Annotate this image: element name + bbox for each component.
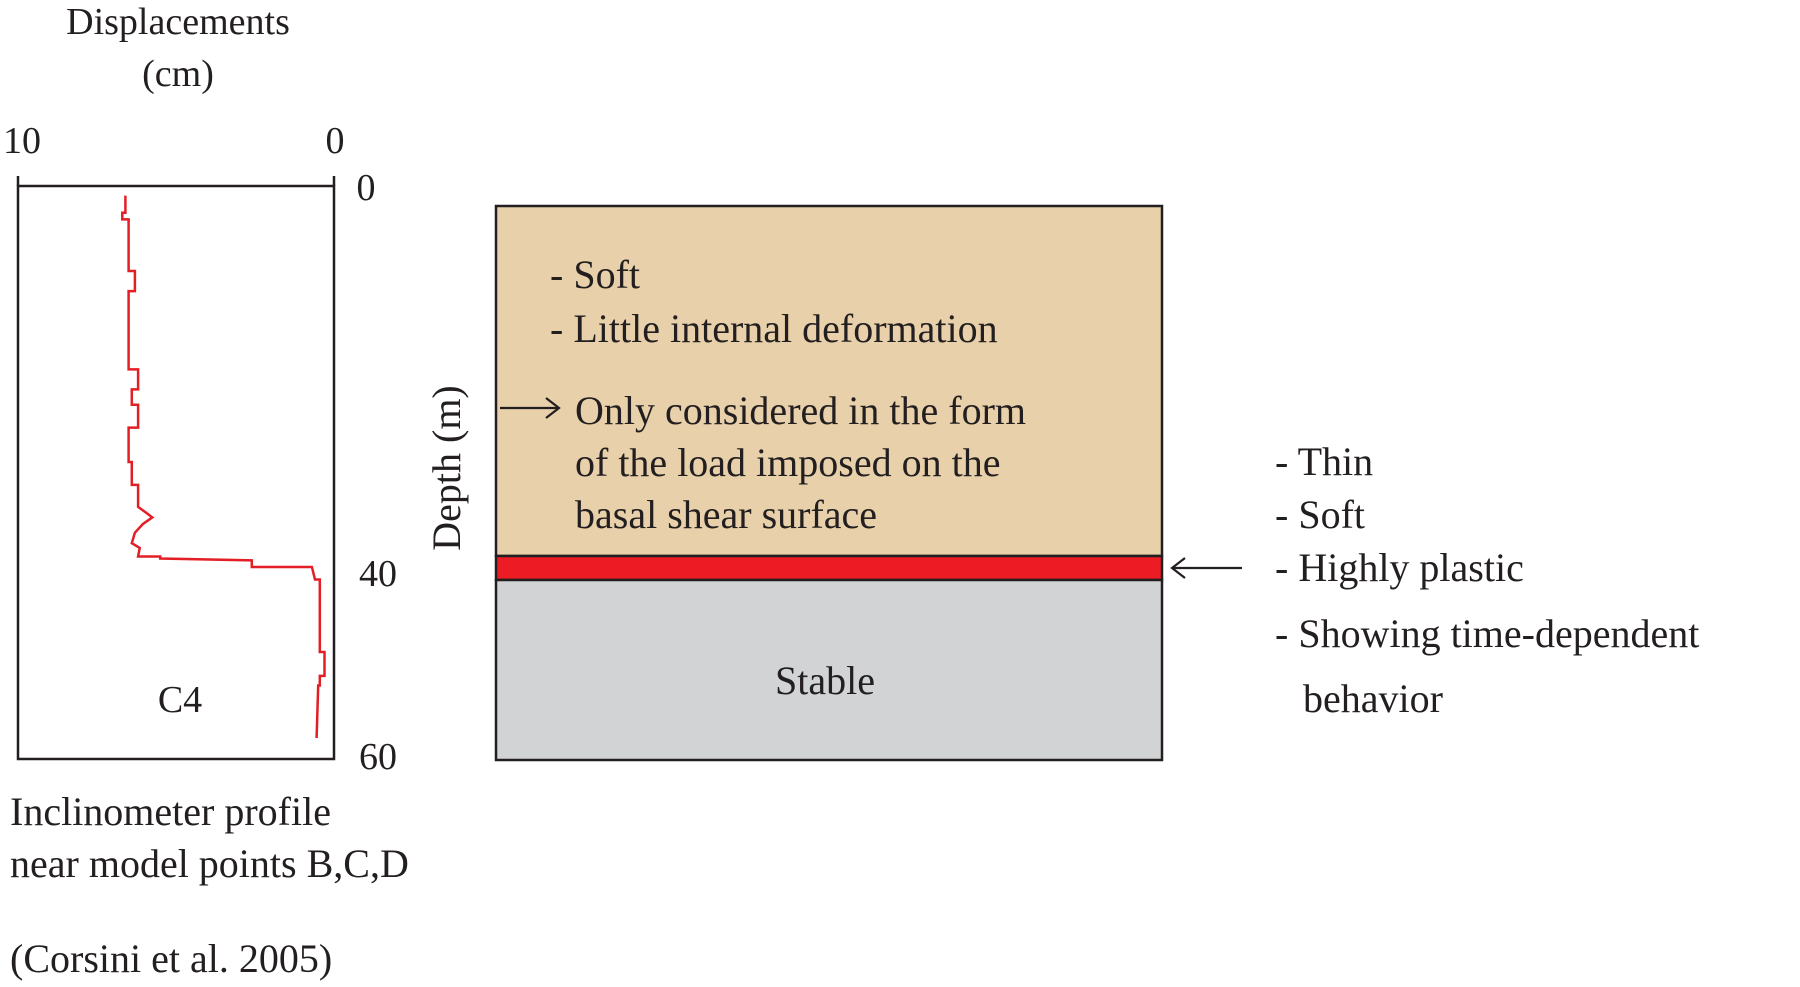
upper-note-line3: basal shear surface xyxy=(575,492,877,537)
basal-shear-zone xyxy=(494,554,1164,582)
upper-bullet-little-deformation: - Little internal deformation xyxy=(550,306,998,351)
left-arrow-icon xyxy=(1170,557,1242,579)
x-tick-label-10: 10 xyxy=(3,120,41,162)
axis-title-line2: (cm) xyxy=(142,53,214,95)
axis-title-line1: Displacements xyxy=(66,1,290,43)
plot-frame xyxy=(16,184,336,761)
y-tick-label-40: 40 xyxy=(359,553,397,595)
y-tick-label-60: 60 xyxy=(359,736,397,778)
inclinometer-profile-line xyxy=(121,195,326,739)
upper-note-line2: of the load imposed on the xyxy=(575,440,1000,485)
stable-layer xyxy=(494,578,1164,762)
source-citation: (Corsini et al. 2005) xyxy=(10,936,332,981)
upper-layer xyxy=(494,204,1164,558)
right-arrow-icon xyxy=(500,397,561,419)
inclinometer-chart: Displacements (cm) 10 0 0 40 60 Depth (m… xyxy=(3,1,469,981)
y-axis-label: Depth (m) xyxy=(424,385,469,551)
shear-bullet-soft: - Soft xyxy=(1275,492,1365,537)
shear-bullet-highly-plastic: - Highly plastic xyxy=(1275,545,1524,590)
caption-line1: Inclinometer profile xyxy=(10,789,331,834)
shear-bullet-time-dependent: - Showing time-dependent xyxy=(1275,611,1699,656)
stable-label: Stable xyxy=(775,658,875,703)
upper-note-line1: Only considered in the form xyxy=(575,388,1026,433)
shear-zone-annotation: - Thin - Soft - Highly plastic - Showing… xyxy=(1170,439,1699,721)
shear-bullet-thin: - Thin xyxy=(1275,439,1373,484)
upper-bullet-soft: - Soft xyxy=(550,252,640,297)
x-tick-label-0: 0 xyxy=(326,120,345,162)
borehole-label: C4 xyxy=(158,679,202,721)
y-tick-label-0: 0 xyxy=(357,167,376,209)
caption-line2: near model points B,C,D xyxy=(10,841,409,886)
layer-schematic: - Soft - Little internal deformation Onl… xyxy=(494,204,1164,762)
shear-bullet-time-dependent-cont: behavior xyxy=(1303,676,1443,721)
